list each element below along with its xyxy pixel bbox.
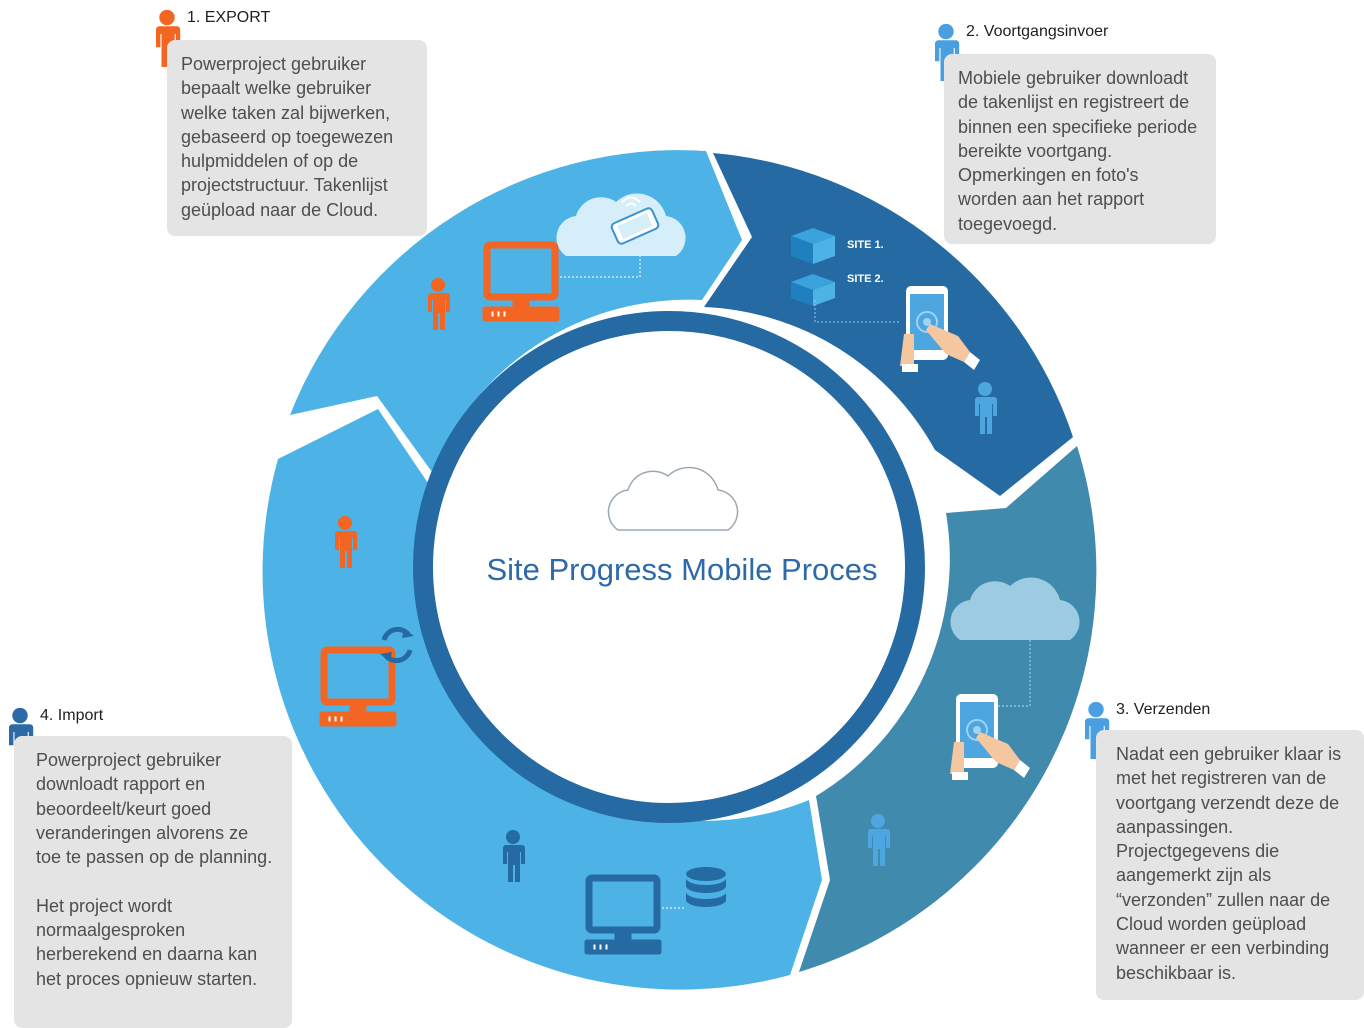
step-text: Mobiele gebruiker downloadt de takenlijs… [958, 68, 1198, 234]
step-description: Powerproject gebruiker bepaalt welke geb… [167, 40, 427, 236]
step-text: Powerproject gebruiker downloadt rapport… [36, 750, 273, 989]
site-1-label: SITE 1. [847, 239, 884, 251]
step-text: Powerproject gebruiker bepaalt welke geb… [181, 54, 394, 220]
step-header: 4. Import [6, 707, 104, 766]
step-description: Powerproject gebruiker downloadt rapport… [14, 736, 292, 1028]
step-header: 2. Voortgangsinvoer [932, 23, 1109, 82]
step-text: Nadat een gebruiker klaar is met het reg… [1116, 744, 1342, 983]
step-progress-entry: 2. Voortgangsinvoer Mobiele gebruiker do… [932, 23, 1216, 244]
step-description: Nadat een gebruiker klaar is met het reg… [1096, 730, 1364, 1000]
step-import: 4. Import Powerproject gebruiker downloa… [6, 707, 292, 1028]
step-export: 1. EXPORT Powerproject gebruiker bepaalt… [153, 9, 427, 236]
step-title: 4. Import [40, 707, 104, 724]
step-title: 1. EXPORT [187, 9, 271, 26]
site-2-label: SITE 2. [847, 273, 884, 285]
step-header: 1. EXPORT [153, 9, 271, 68]
step-header: 3. Verzenden [1082, 701, 1211, 760]
inner-ring [413, 311, 925, 823]
site-1-box-icon [791, 228, 835, 264]
step-send: 3. Verzenden Nadat een gebruiker klaar i… [1082, 701, 1364, 1000]
step-title: 2. Voortgangsinvoer [966, 23, 1109, 40]
connector-line [998, 640, 1031, 707]
wifi-icon [621, 196, 641, 207]
site-2-box-icon [791, 274, 835, 306]
database-icon [686, 867, 726, 907]
segment-import [262, 409, 822, 990]
center-title: Site Progress Mobile Proces [486, 552, 878, 587]
connector-line [560, 256, 641, 278]
step-title: 3. Verzenden [1116, 701, 1211, 718]
sync-icon [380, 626, 414, 664]
mobile-phone-icon [610, 207, 660, 245]
step-description: Mobiele gebruiker downloadt de takenlijs… [944, 54, 1216, 244]
connector-line [814, 300, 900, 323]
